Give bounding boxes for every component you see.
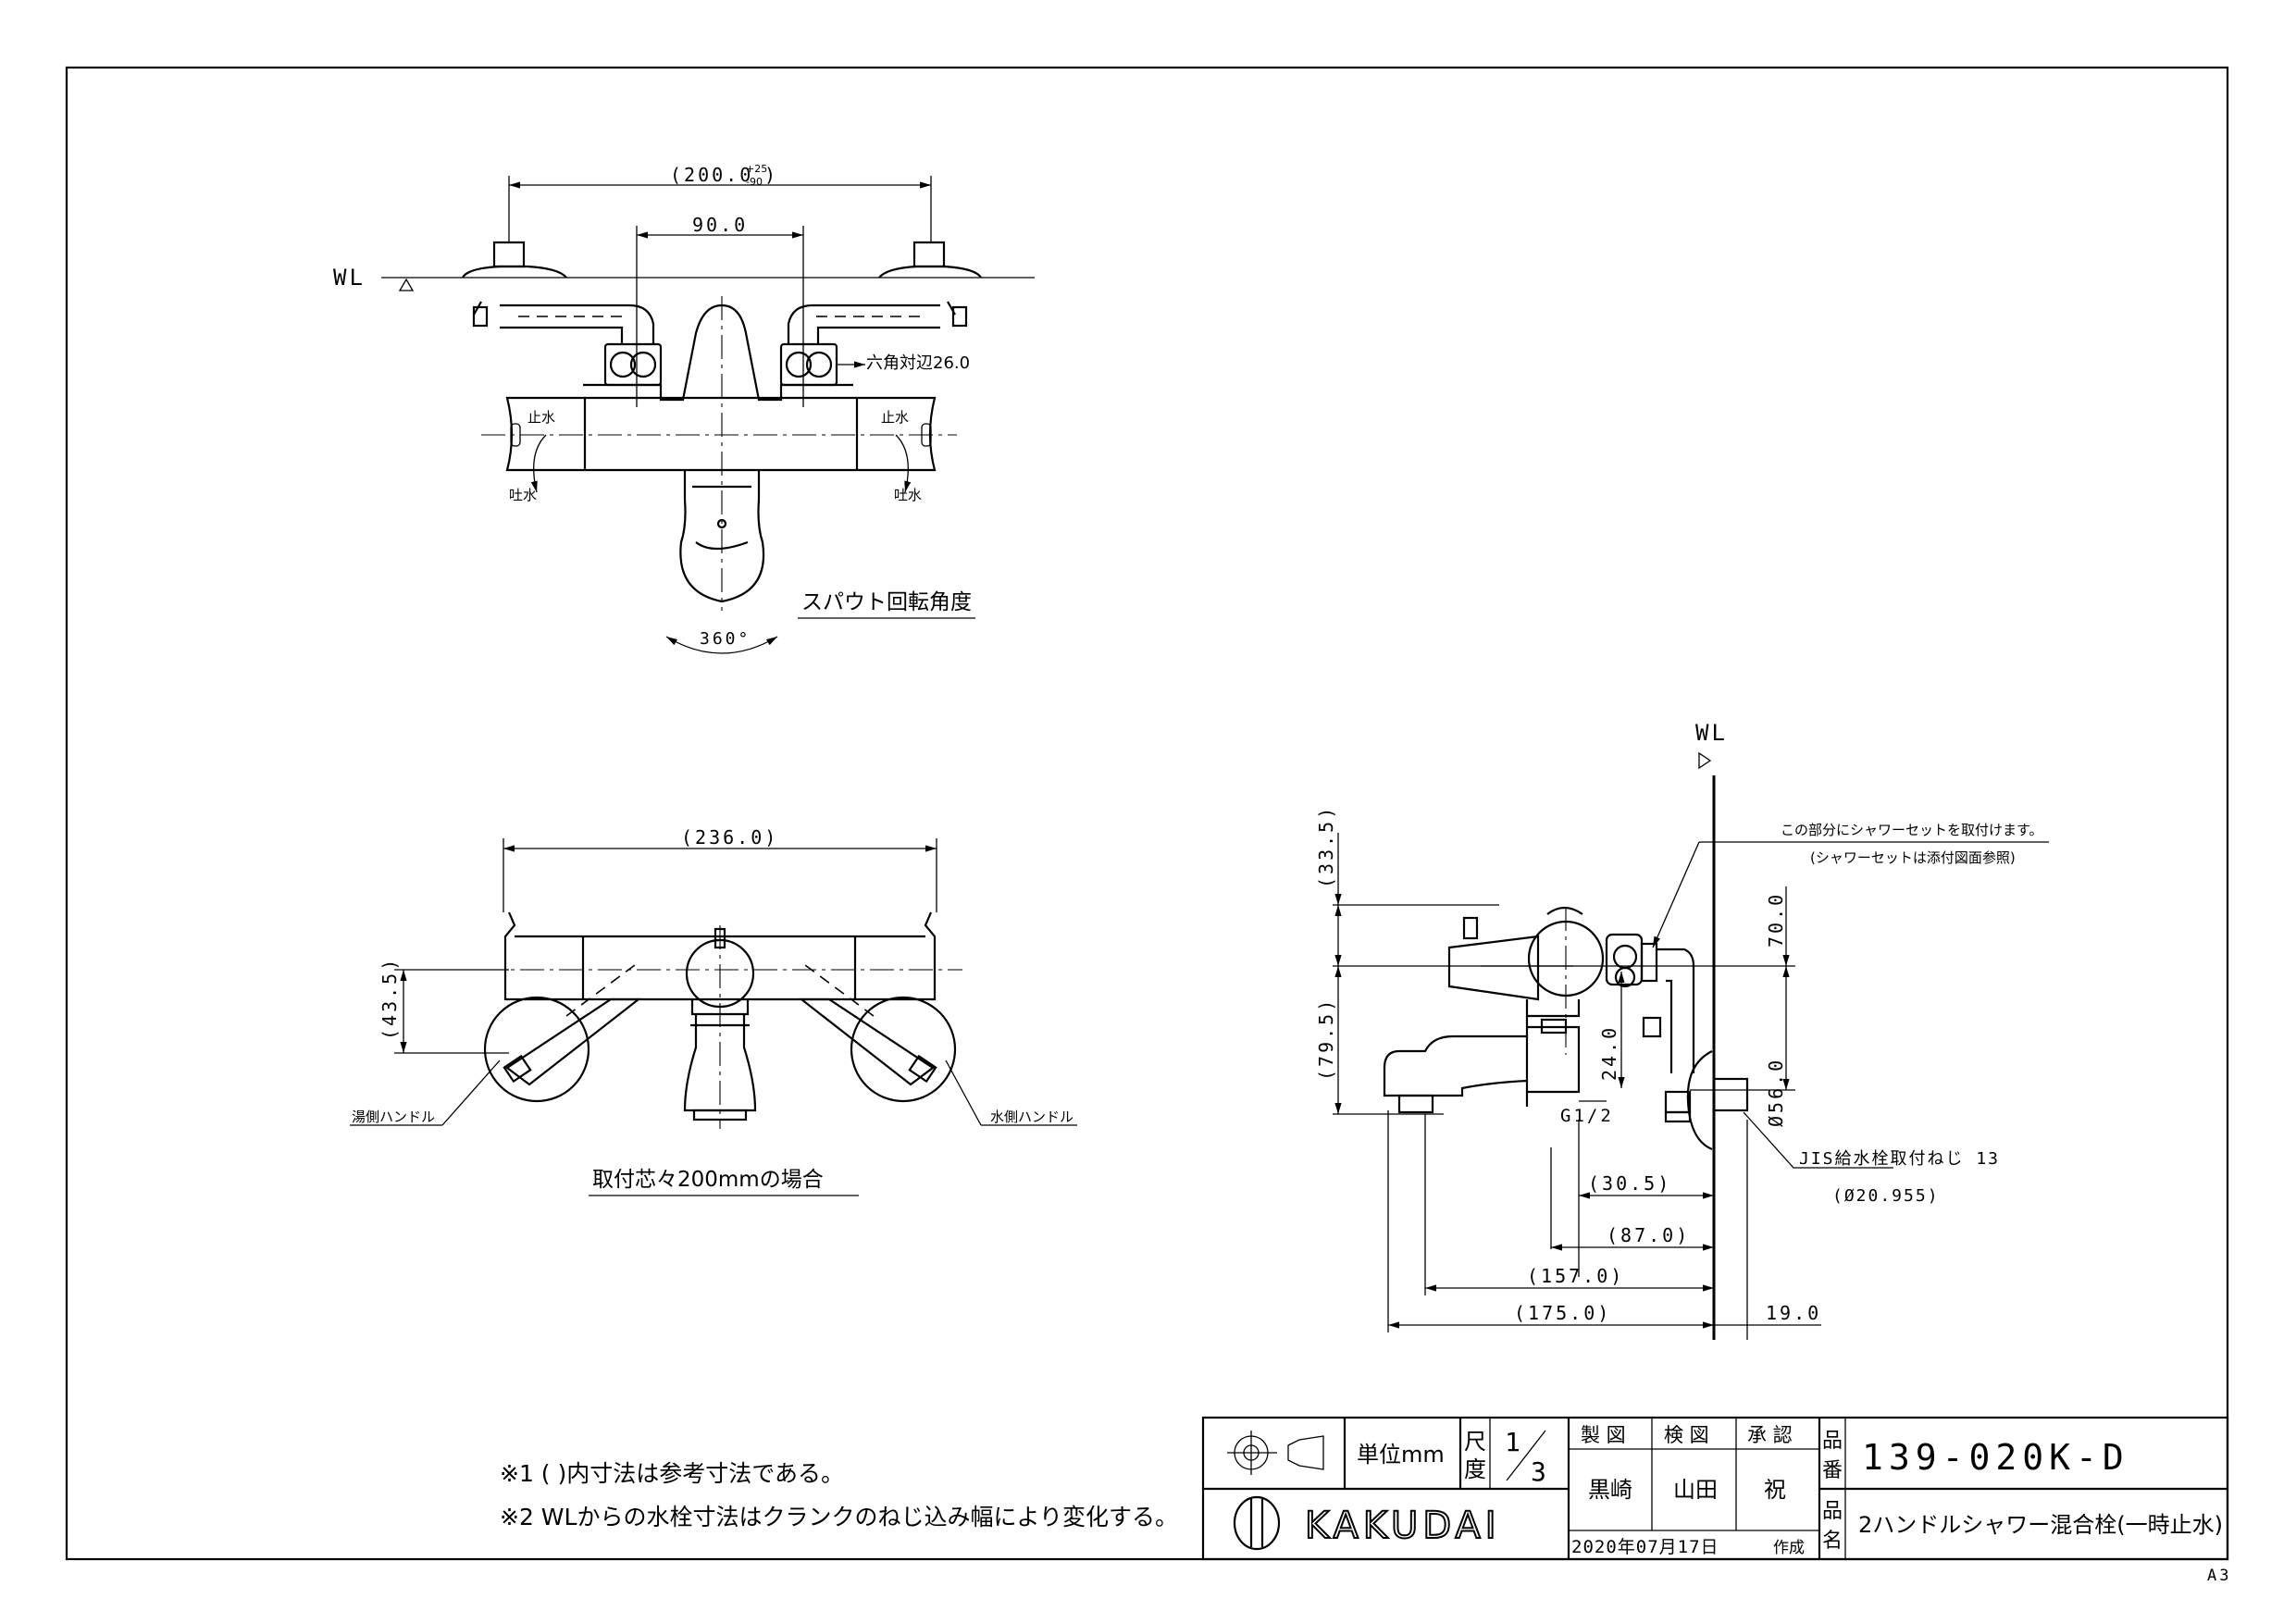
- product-name: 2ハンドルシャワー混合栓(一時止水): [1858, 1512, 2223, 1538]
- jis-thread-sub: (Ø20.955): [1832, 1186, 1940, 1206]
- g-thread-label: G1/2: [1560, 1106, 1614, 1126]
- name-label-2: 名: [1822, 1530, 1843, 1553]
- sheet-border: [65, 66, 2229, 1561]
- name-label-1: 品: [1822, 1500, 1843, 1523]
- part-no-label-2: 番: [1822, 1459, 1843, 1482]
- created-date: 2020年07月17日: [1571, 1537, 1719, 1557]
- stop-left-label: 止水: [527, 409, 555, 426]
- scale-label-1: 尺: [1464, 1429, 1486, 1455]
- dim-center: 90.0: [692, 214, 748, 236]
- rotation-angle: 360°: [700, 629, 751, 649]
- drawn-by: 黒崎: [1588, 1477, 1632, 1503]
- side-view: WL この部分にシャワーセットを取付けます。 (シャワーセットは添付図面参照) …: [1315, 720, 2049, 1340]
- dim-56: Ø56.0: [1765, 1058, 1787, 1127]
- dim-overall-tol-minus: -90: [746, 176, 763, 188]
- shower-attach-note: この部分にシャワーセットを取付けます。: [1781, 822, 2043, 838]
- drawn-header: 製 図: [1581, 1424, 1626, 1446]
- dim-width: (236.0): [681, 826, 778, 849]
- stop-right-label: 止水: [881, 409, 909, 426]
- part-no-label-1: 品: [1822, 1430, 1843, 1453]
- spout-left-label: 吐水: [509, 487, 537, 503]
- scale-denominator: 3: [1531, 1456, 1552, 1487]
- dim-79-5: (79.5): [1315, 997, 1337, 1081]
- dim-overall: (200.0: [670, 164, 753, 186]
- sheet-size-label: A3: [2207, 1567, 2231, 1585]
- hex-across-flats-label: 六角対辺26.0: [866, 353, 970, 373]
- front-view: (236.0) (43.5) 湯側ハンドル 水側ハンドル: [350, 826, 1077, 1196]
- dim-87: (87.0): [1607, 1224, 1690, 1246]
- title-block: 単位mm 尺 度 1 3 製 図 検 図 承 認 黒崎 山田 祝 品 番 139…: [1201, 1416, 2229, 1561]
- spout-right-label: 吐水: [894, 487, 922, 503]
- scale-numerator: 1: [1505, 1427, 1526, 1457]
- approved-header: 承 認: [1747, 1424, 1793, 1446]
- dim-175: (175.0): [1514, 1302, 1611, 1324]
- front-view-caption: 取付芯々200mmの場合: [592, 1168, 824, 1192]
- dim-19: 19.0: [1766, 1302, 1821, 1324]
- checked-by: 山田: [1673, 1477, 1718, 1503]
- dim-overall-tol-plus: +25: [746, 163, 767, 175]
- note-1: ※1 ( )内寸法は参考寸法である。: [500, 1460, 844, 1487]
- note-2: ※2 WLからの水栓寸法はクランクのねじ込み幅により変化する。: [500, 1504, 1178, 1530]
- wl-label-side: WL: [1695, 720, 1728, 746]
- dim-height-front: (43.5): [379, 957, 401, 1040]
- brand-name: KAKUDAI: [1305, 1505, 1501, 1547]
- hot-handle-label: 湯側ハンドル: [352, 1109, 435, 1125]
- projection-symbol-icon: [1227, 1431, 1324, 1475]
- spout-rotation-label: スパウト回転角度: [801, 590, 972, 614]
- shower-attach-note-sub: (シャワーセットは添付図面参照): [1810, 849, 2016, 866]
- cold-handle-label: 水側ハンドル: [990, 1109, 1074, 1125]
- jis-thread-note: JIS給水栓取付ねじ 13: [1799, 1149, 2000, 1169]
- dim-33-5: (33.5): [1315, 805, 1337, 888]
- wl-marker-top: [398, 278, 415, 291]
- kakudai-logo-icon: [1233, 1495, 1281, 1551]
- scale-label-2: 度: [1464, 1456, 1486, 1482]
- dim-157: (157.0): [1527, 1265, 1624, 1287]
- part-number: 139-020K-D: [1862, 1437, 2129, 1478]
- created-label: 作成: [1773, 1539, 1805, 1557]
- dim-24: 24.0: [1598, 1025, 1620, 1081]
- wl-label-top: WL: [333, 265, 366, 291]
- unit-label: 単位mm: [1357, 1442, 1445, 1468]
- checked-header: 検 図: [1664, 1424, 1709, 1446]
- top-view: (200.0 +25 -90 ) 90.0 WL 六角対辺26.0: [333, 163, 1035, 654]
- approved-by: 祝: [1764, 1477, 1786, 1503]
- dim-30-5: (30.5): [1588, 1172, 1671, 1195]
- wl-marker-side: [1698, 751, 1712, 770]
- dim-overall-close: ): [764, 164, 778, 186]
- dim-70: 70.0: [1765, 892, 1787, 948]
